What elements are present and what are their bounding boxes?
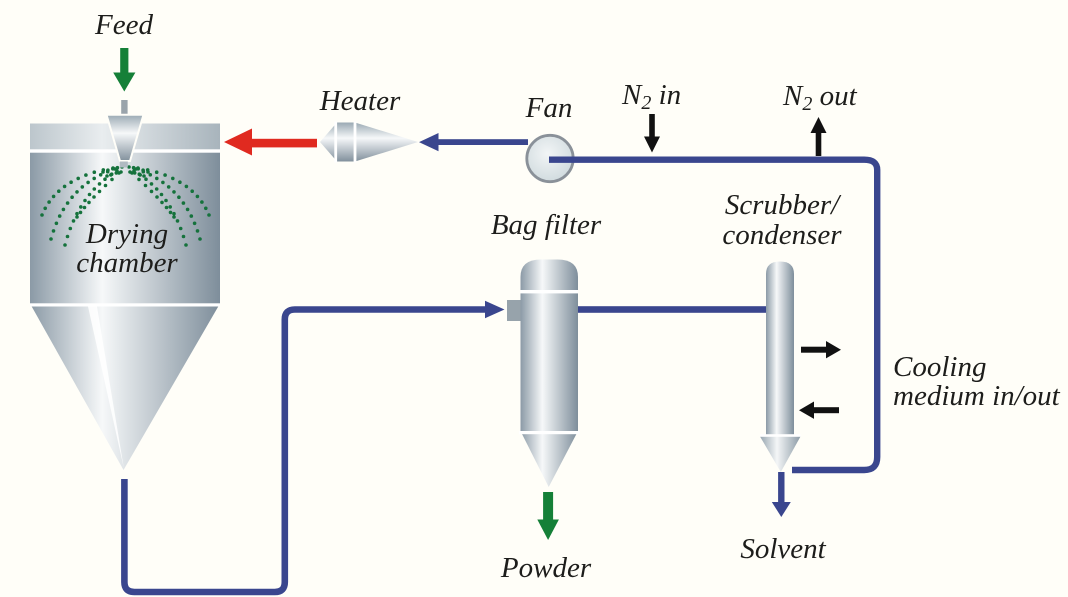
svg-text:Feed: Feed bbox=[94, 9, 153, 41]
svg-text:N2 in: N2 in bbox=[621, 79, 681, 114]
svg-text:Fan: Fan bbox=[525, 92, 573, 124]
svg-text:Cooling: Cooling bbox=[893, 351, 986, 383]
svg-text:Scrubber/: Scrubber/ bbox=[725, 189, 842, 221]
svg-text:Drying: Drying bbox=[85, 218, 168, 250]
svg-text:Solvent: Solvent bbox=[740, 533, 826, 565]
svg-text:N2 out: N2 out bbox=[782, 80, 858, 115]
svg-text:chamber: chamber bbox=[76, 247, 178, 279]
svg-text:Heater: Heater bbox=[319, 85, 401, 117]
svg-text:medium in/out: medium in/out bbox=[893, 380, 1061, 412]
svg-text:condenser: condenser bbox=[722, 219, 842, 251]
svg-text:Bag filter: Bag filter bbox=[491, 209, 602, 241]
svg-text:Powder: Powder bbox=[500, 552, 592, 584]
